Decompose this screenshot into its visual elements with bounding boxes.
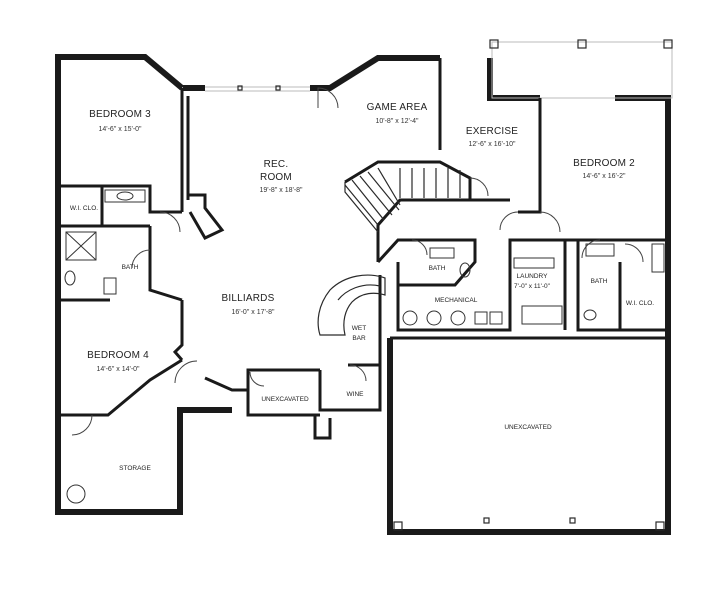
- unexcavated-small-label: UNEXCAVATED: [261, 396, 309, 403]
- bedroom2-label: BEDROOM 2: [573, 158, 635, 169]
- billiards-dims: 16'-0" x 17'-8": [231, 309, 275, 316]
- bedroom3-label: BEDROOM 3: [89, 109, 151, 120]
- deck-outline: [489, 39, 673, 99]
- staircase: [344, 167, 461, 233]
- bath-center-label: BATH: [429, 265, 446, 272]
- billiards-label: BILLIARDS: [222, 293, 275, 304]
- bath-right-label: BATH: [591, 278, 608, 285]
- exterior-walls: [55, 54, 671, 535]
- laundry-label: LAUNDRY: [517, 273, 549, 280]
- bedroom3-dims: 14'-6" x 15'-0": [98, 126, 142, 133]
- storage-label: STORAGE: [119, 465, 151, 472]
- game-area-label: GAME AREA: [367, 102, 428, 113]
- mechanical-equipment: [402, 310, 503, 326]
- wet-bar-label-2: BAR: [352, 335, 366, 342]
- bath-left-label: BATH: [122, 264, 139, 271]
- exercise-dims: 12'-6" x 16'-10": [469, 141, 516, 148]
- bedroom2-dims: 14'-6" x 16'-2": [582, 173, 626, 180]
- rec-room-windows: [205, 85, 310, 92]
- bedroom4-dims: 14'-6" x 14'-0": [96, 366, 140, 373]
- interior-walls: [58, 58, 668, 440]
- bath-fixtures: [64, 189, 665, 325]
- storage-fixture: [66, 484, 86, 504]
- wi-clo-left-label: W.I. CLO.: [70, 205, 98, 212]
- wine-label: WINE: [347, 391, 365, 398]
- door-swings: [71, 87, 644, 436]
- laundry-dims: 7'-0" x 11'-0": [514, 283, 551, 290]
- rec-room-label-1: REC.: [264, 159, 289, 170]
- mechanical-label: MECHANICAL: [435, 297, 478, 304]
- unexcavated-large-label: UNEXCAVATED: [504, 424, 552, 431]
- wet-bar-counter: [317, 274, 386, 336]
- wi-clo-right-label: W.I. CLO.: [626, 300, 654, 307]
- bedroom4-label: BEDROOM 4: [87, 350, 149, 361]
- exercise-label: EXERCISE: [466, 126, 518, 137]
- garage-posts: [393, 517, 665, 531]
- rec-room-dims: 19'-8" x 18'-8": [259, 187, 303, 194]
- game-area-dims: 10'-8" x 12'-4": [375, 118, 419, 125]
- rec-room-label-2: ROOM: [260, 172, 292, 183]
- wet-bar-label-1: WET: [352, 325, 366, 332]
